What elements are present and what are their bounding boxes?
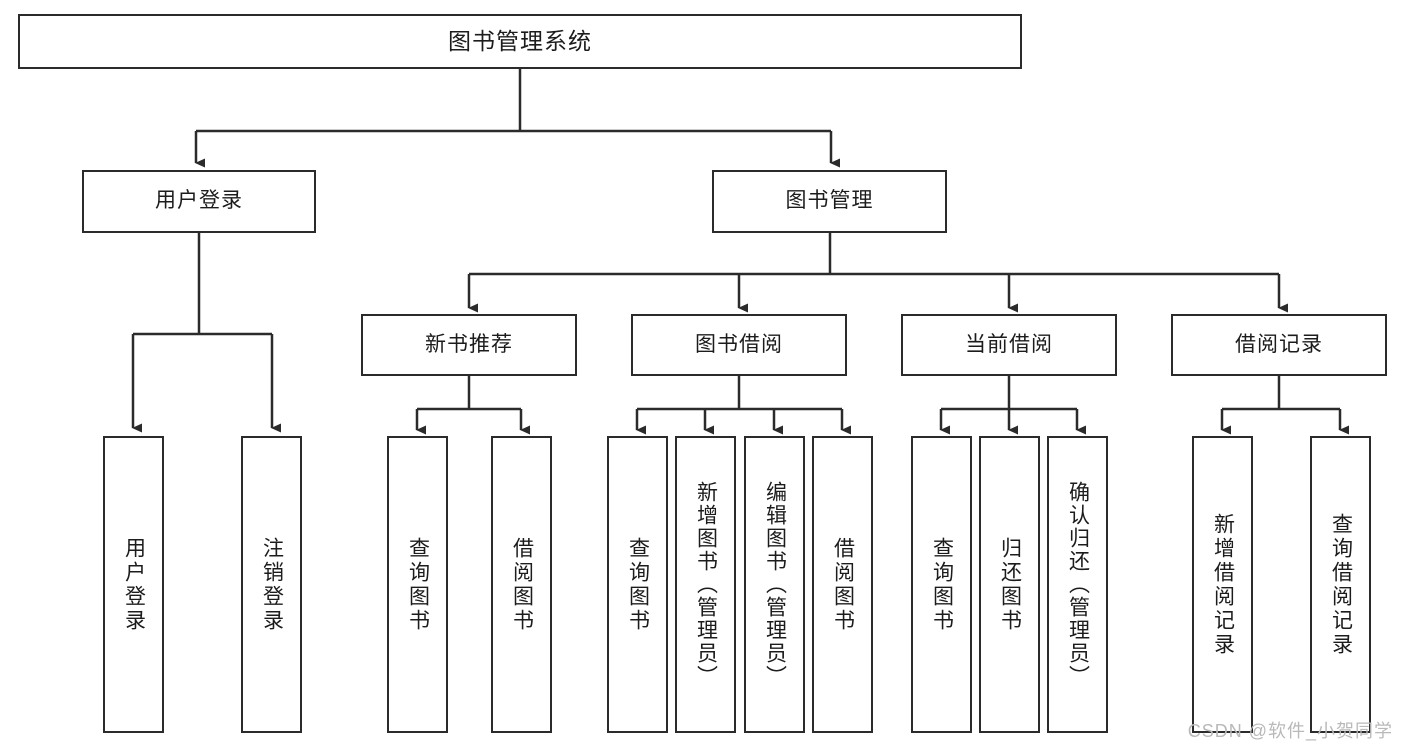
node-label: 借阅图书 [831,536,855,633]
node-label: 图书管理系统 [448,27,592,54]
csdn-watermark: CSDN @软件_小贺同学 [1187,721,1393,741]
leaf-current-borrow-confirm-return-admin[interactable]: 确认归还（管理员） [1047,436,1108,733]
node-root-book-management-system[interactable]: 图书管理系统 [18,14,1022,69]
node-new-book-recommend[interactable]: 新书推荐 [361,314,577,376]
node-label: 编辑图书（管理员） [763,481,787,688]
leaf-current-borrow-query-book[interactable]: 查询图书 [911,436,972,733]
node-label: 归还图书 [998,536,1022,633]
leaf-book-borrow-query-book[interactable]: 查询图书 [607,436,668,733]
node-label: 新增图书（管理员） [694,481,718,688]
leaf-new-book-borrow-book[interactable]: 借阅图书 [491,436,552,733]
leaf-new-book-query-book[interactable]: 查询图书 [387,436,448,733]
node-label: 用户登录 [122,536,146,633]
node-borrow-record[interactable]: 借阅记录 [1171,314,1387,376]
leaf-borrow-record-query-record[interactable]: 查询借阅记录 [1310,436,1371,733]
node-label: 借阅记录 [1235,332,1323,356]
node-label: 确认归还（管理员） [1066,481,1090,688]
node-user-login[interactable]: 用户登录 [82,170,316,233]
leaf-current-borrow-return-book[interactable]: 归还图书 [979,436,1040,733]
node-book-management[interactable]: 图书管理 [712,170,947,233]
node-label: 用户登录 [155,189,243,213]
node-label: 查询借阅记录 [1329,512,1353,657]
node-label: 图书借阅 [695,332,783,356]
node-current-borrow[interactable]: 当前借阅 [901,314,1117,376]
leaf-book-borrow-edit-book-admin[interactable]: 编辑图书（管理员） [744,436,805,733]
node-label: 查询图书 [406,536,430,633]
node-label: 查询图书 [930,536,954,633]
node-label: 借阅图书 [510,536,534,633]
leaf-user-login-logout[interactable]: 注销登录 [241,436,302,733]
node-label: 新书推荐 [425,332,513,356]
node-label: 新增借阅记录 [1211,512,1235,657]
node-label: 查询图书 [626,536,650,633]
node-label: 当前借阅 [965,332,1053,356]
leaf-book-borrow-borrow-book[interactable]: 借阅图书 [812,436,873,733]
node-label: 图书管理 [785,189,874,213]
leaf-user-login-do-login[interactable]: 用户登录 [103,436,164,733]
leaf-book-borrow-add-book-admin[interactable]: 新增图书（管理员） [675,436,736,733]
node-label: 注销登录 [260,536,284,633]
node-book-borrow[interactable]: 图书借阅 [631,314,847,376]
leaf-borrow-record-add-record[interactable]: 新增借阅记录 [1192,436,1253,733]
